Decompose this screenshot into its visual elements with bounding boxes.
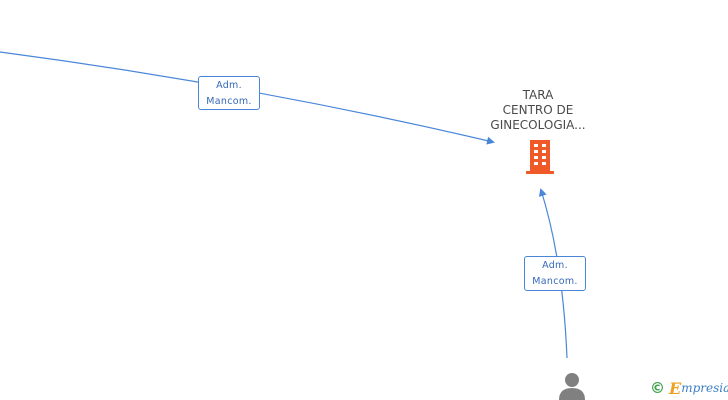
company-name-line: GINECOLOGIA... — [490, 118, 586, 132]
person-icon[interactable] — [557, 372, 587, 400]
company-name-line: TARA — [522, 88, 554, 102]
company-name[interactable]: TARA CENTRO DE GINECOLOGIA... — [468, 88, 608, 133]
edge-label-right[interactable]: Adm. Mancom. — [524, 256, 586, 291]
edge-label-line: Adm. — [542, 260, 568, 271]
edge-label-line: Mancom. — [532, 276, 578, 287]
edge-label-line: Adm. — [216, 80, 242, 91]
copyright-symbol: © — [650, 379, 665, 397]
building-icon[interactable] — [524, 139, 556, 175]
company-name-line: CENTRO DE — [502, 103, 574, 117]
edge-label-line: Mancom. — [206, 96, 252, 107]
empresia-watermark: © E mpresia — [650, 377, 728, 399]
brand-name: mpresia — [681, 381, 728, 395]
edge-label-top[interactable]: Adm. Mancom. — [198, 76, 260, 110]
brand-initial: E — [669, 378, 682, 398]
